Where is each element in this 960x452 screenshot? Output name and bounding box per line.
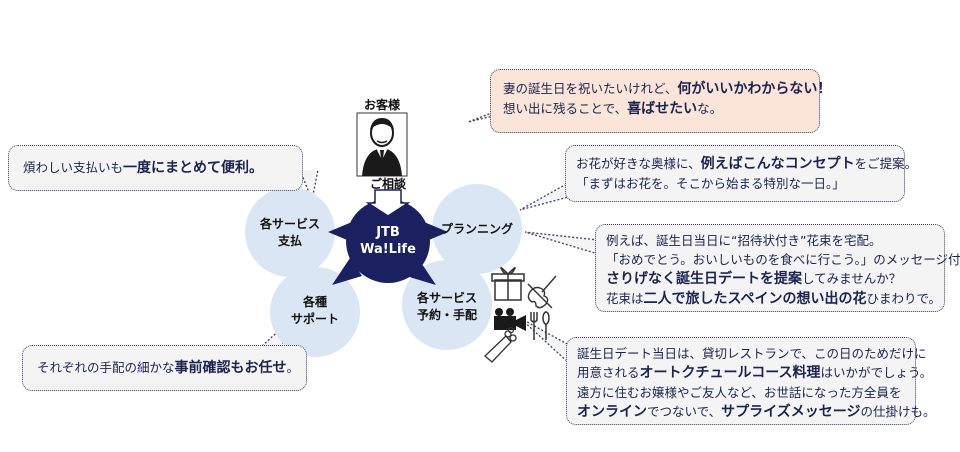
flowers-callout-line1: 例えば、誕生日当日に“招待状付き”花束を宅配。 <box>606 233 882 248</box>
support-node-line2: サポート <box>290 312 339 326</box>
reservation-node <box>402 260 492 350</box>
support-node-line1: 各種 <box>302 295 327 309</box>
payment-node-line1: 各サービス <box>259 217 320 231</box>
planning-callout-tail <box>519 181 573 211</box>
arrow-to-payment <box>328 222 352 242</box>
dinner-callout: 誕生日デート当日は、貸切レストランで、この日のためだけに 用意されるオートクチュ… <box>566 337 936 425</box>
dinner-callout-line3: 遠方に住むお嬢様やご友人など、お世話になった方全員を <box>577 385 902 400</box>
person-icon <box>356 112 408 177</box>
cutlery-icon <box>530 311 550 340</box>
consult-label: ご相談 <box>369 177 406 191</box>
arrow-to-planning <box>424 222 448 242</box>
violin-icon <box>527 275 557 309</box>
wife-callout: 妻の誕生日を祝いたいけれど、何がいいかわからない！ 想い出に残ることで、喜ばせた… <box>490 69 832 133</box>
planning-node <box>432 184 522 274</box>
consult-arrow <box>365 189 411 217</box>
reservation-node-label: 各サービス 予約・手配 <box>402 290 492 324</box>
reservation-node-line2: 予約・手配 <box>416 308 477 322</box>
payment-node-label: 各サービス 支払 <box>245 216 335 250</box>
video-camera-icon <box>494 308 526 331</box>
hub-line2: Wa!Life <box>360 242 416 257</box>
payment-node-line2: 支払 <box>277 234 302 248</box>
planning-callout-line2: 「まずはお花を。そこから始まる特別な一日。」 <box>576 176 845 191</box>
bouquet-icon <box>484 326 517 363</box>
hub-circle <box>346 199 430 283</box>
flowers-callout-tail <box>524 231 599 255</box>
gift-box-icon <box>491 267 525 301</box>
wife-callout-line2: 想い出に残ることで、喜ばせたいな。 <box>503 101 723 117</box>
flowers-callout: 例えば、誕生日当日に“招待状付き”花束を宅配。 「おめでとう。おいしいものを食べ… <box>595 224 960 312</box>
hub-label: JTB Wa!Life <box>346 224 430 258</box>
flowers-callout-line2: 「おめでとう。おいしいものを食べに行こう。」のメッセージ付きで <box>606 252 960 267</box>
planning-node-label: プランニング <box>440 222 513 236</box>
payment-node <box>245 187 335 277</box>
dinner-callout-line1: 誕生日デート当日は、貸切レストランで、この日のためだけに <box>577 346 927 361</box>
support-node-label: 各種 サポート <box>270 294 360 328</box>
support-node <box>270 267 360 357</box>
support-callout: それぞれの手配の細かな事前確認もお任せ。 <box>22 345 307 391</box>
flowers-callout-line4: 花束は二人で旅したスペインの想い出の花ひまわりで。 <box>606 291 942 307</box>
dinner-callout-line2: 用意されるオートクチュールコース料理はいかがでしょう。 <box>577 365 933 381</box>
planning-callout: お花が好きな奥様に、例えばこんなコンセプトをご提案。 「まずはお花を。そこから始… <box>565 145 918 202</box>
hub-line1: JTB <box>376 225 400 240</box>
reservation-node-line1: 各サービス <box>416 291 477 305</box>
wife-callout-line1: 妻の誕生日を祝いたいけれど、何がいいかわからない！ <box>503 81 832 97</box>
flowers-callout-line3: さりげなく誕生日デートを提案してみませんか？ <box>606 271 902 287</box>
payment-callout: 煩わしい支払いも一度にまとめて便利。 <box>8 145 303 191</box>
planning-callout-line1: お花が好きな奥様に、例えばこんなコンセプトをご提案。 <box>576 156 918 172</box>
customer-label: お客様 <box>363 98 400 112</box>
dinner-callout-line4: オンラインでつないで、サプライズメッセージの仕掛けも。 <box>577 404 936 420</box>
